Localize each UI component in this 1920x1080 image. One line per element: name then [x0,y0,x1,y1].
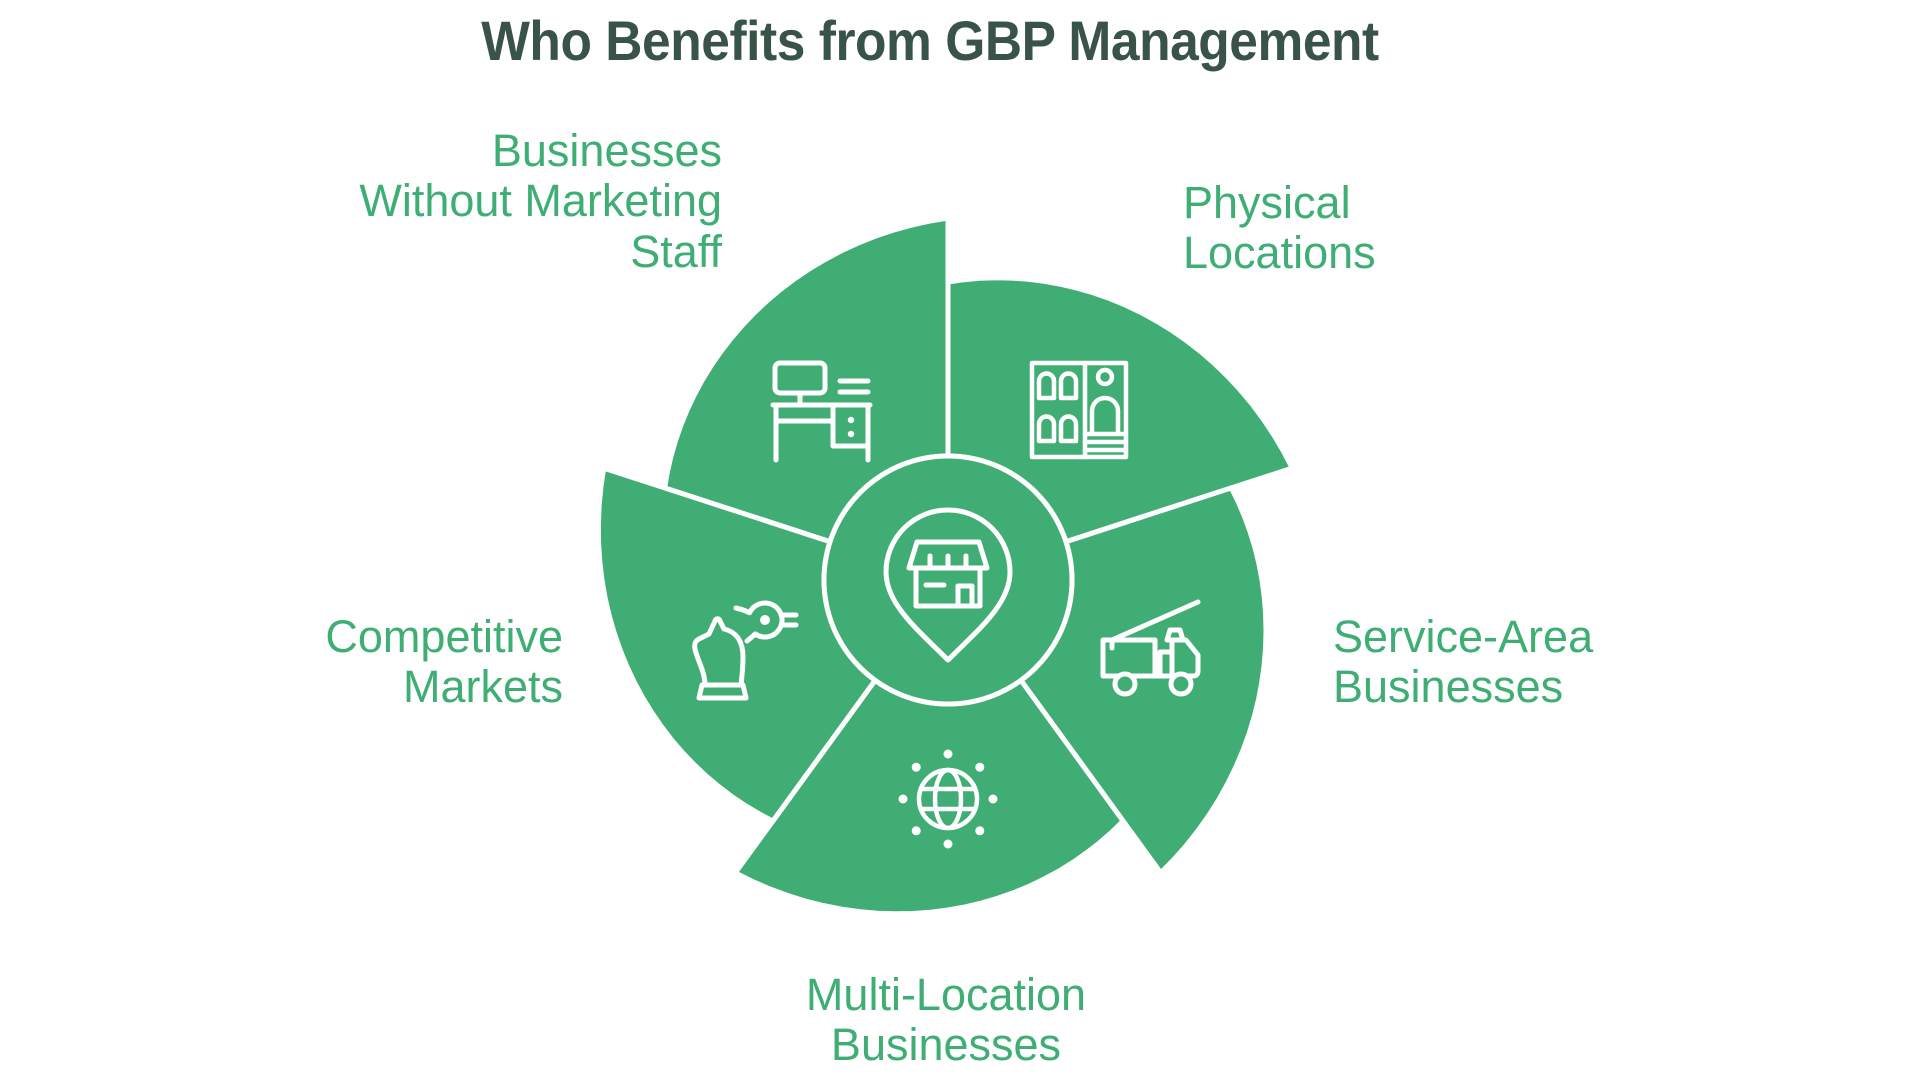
segment-label-competitive-markets: Competitive Markets [325,611,563,713]
center-hub [821,453,1075,707]
desk-computer-icon [770,360,873,463]
chess-knight-icon [692,600,799,701]
page-title: Who Benefits from GBP Management [481,9,1379,72]
storefront-building-icon [1029,360,1129,460]
segment-label-physical-locations: Physical Locations [1183,177,1376,279]
globe-network-icon [898,749,998,849]
map-pin-storefront-icon [883,507,1013,663]
service-truck-icon [1100,599,1201,697]
segment-label-multi-location-businesses: Multi-Location Businesses [805,969,1087,1071]
segment-label-service-area-businesses: Service-Area Businesses [1333,611,1594,713]
segment-label-businesses-without-marketing-staff: Businesses Without Marketing Staff [359,125,722,277]
